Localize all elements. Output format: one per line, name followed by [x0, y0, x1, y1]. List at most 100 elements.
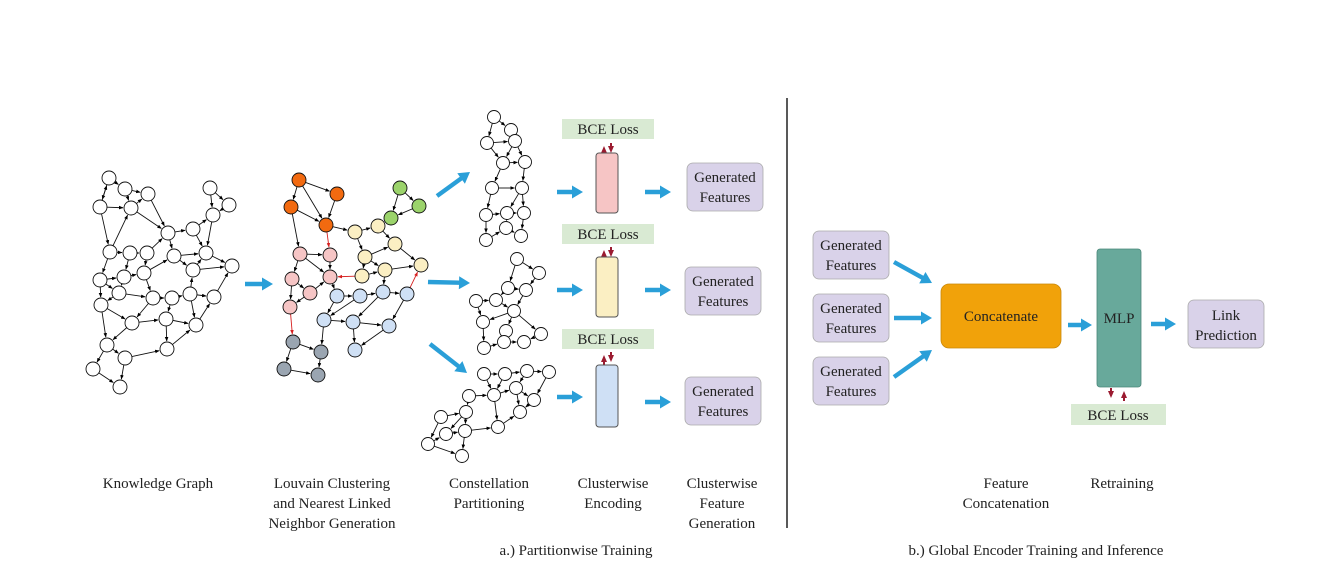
graph-edge [361, 329, 384, 346]
graph-edge [172, 319, 189, 325]
graph-edge [177, 294, 183, 299]
flow-arrow-icon [557, 283, 583, 297]
graph-edge [359, 322, 382, 327]
graph-edge [101, 213, 110, 245]
stage-label-feature-generation: Feature [700, 496, 745, 512]
generated-features-label: Features [698, 294, 749, 310]
partition-pink-graph [479, 110, 532, 247]
graph-edge [509, 265, 516, 282]
graph-edge [297, 209, 320, 222]
graph-edge [130, 273, 137, 278]
generated-features-box [812, 293, 890, 343]
graph-edge [106, 205, 124, 210]
stage-label-feature-generation: Generation [689, 516, 756, 532]
graph-edge [522, 262, 534, 270]
graph-node [166, 248, 182, 264]
bce-loss-box [562, 119, 654, 139]
graph-edge [144, 259, 148, 266]
graph-edge [105, 283, 113, 289]
graph-edge [131, 189, 141, 194]
graph-edge [292, 186, 298, 200]
graph-edge [112, 348, 119, 354]
graph-edge [106, 276, 117, 281]
graph-node [160, 225, 176, 241]
cluster-node [316, 312, 332, 328]
stage-label-constellation: Partitioning [454, 496, 525, 512]
graph-edge [508, 316, 513, 325]
generated-features-label: Features [698, 404, 749, 420]
graph-edge [289, 285, 293, 300]
partition-node [534, 327, 548, 341]
graph-edge [389, 291, 400, 295]
bce-loss-box [562, 224, 654, 244]
graph-node [124, 315, 140, 331]
partition-yellow-graph [469, 252, 548, 355]
graph-edge [366, 292, 376, 296]
bce-loss-box [1071, 404, 1166, 425]
graph-edge [299, 343, 314, 350]
graph-edge [138, 318, 159, 323]
graph-edge [98, 372, 114, 383]
graph-edge [180, 252, 199, 256]
nearest-link-edge [290, 313, 294, 335]
graph-edge [199, 303, 211, 320]
graph-edge [189, 277, 194, 288]
graph-edge [530, 335, 536, 340]
partition-node [517, 206, 531, 220]
link-prediction-label: Prediction [1195, 328, 1257, 344]
flow-arrow-icon [1068, 318, 1092, 332]
graph-edge [391, 264, 414, 270]
stage-label-retraining: Retraining [1090, 476, 1154, 492]
graph-edge [149, 259, 168, 270]
graph-edge [331, 283, 335, 289]
partition-node [497, 335, 511, 349]
cluster-node [310, 367, 326, 383]
generated-features-box [684, 266, 762, 316]
partition-node [477, 367, 491, 381]
graph-edge [125, 293, 146, 299]
cluster-node [284, 271, 300, 287]
graph-edge [136, 198, 143, 204]
graph-edge [500, 389, 510, 394]
cluster-node [399, 286, 415, 302]
section-b: Generated Features Generated Features Ge… [812, 230, 1265, 559]
graph-edge [520, 219, 525, 230]
graph-edge [525, 403, 530, 408]
cluster-node [318, 217, 334, 233]
stage-label-feature-concatenation: Feature [984, 476, 1029, 492]
partition-node [532, 266, 546, 280]
mlp-block [1096, 248, 1142, 388]
graph-edge [519, 376, 524, 383]
graph-edge [510, 193, 520, 207]
graph-edge [477, 307, 482, 316]
cluster-node [322, 247, 338, 263]
partition-node [519, 283, 533, 297]
graph-edge [358, 296, 379, 317]
graph-node [101, 170, 117, 186]
partition-node [469, 294, 483, 308]
generated-features-label: Generated [820, 301, 882, 317]
graph-edge [136, 211, 162, 229]
graph-edge [397, 208, 413, 216]
stage-label-louvain: Louvain Clustering [274, 476, 391, 492]
partition-node [480, 136, 494, 150]
graph-edge [498, 120, 506, 126]
graph-edge [511, 370, 521, 375]
generated-features-label: Features [826, 321, 877, 337]
graph-edge [172, 329, 191, 345]
graph-edge [486, 194, 492, 209]
nearest-link-edge [337, 274, 356, 279]
graph-node [117, 350, 133, 366]
graph-edge [174, 229, 186, 233]
cluster-node [292, 246, 308, 262]
partition-node [462, 389, 476, 403]
encoder-row-3: BCE Loss Generated Features [562, 329, 762, 428]
graph-edge [291, 213, 300, 247]
generated-features-label: Generated [820, 364, 882, 380]
flow-arrow-icon [245, 277, 273, 291]
graph-edge [521, 194, 525, 206]
graph-edge [332, 226, 348, 231]
encoder-block [595, 364, 619, 428]
graph-edge [219, 207, 225, 212]
graph-edge [196, 293, 207, 298]
